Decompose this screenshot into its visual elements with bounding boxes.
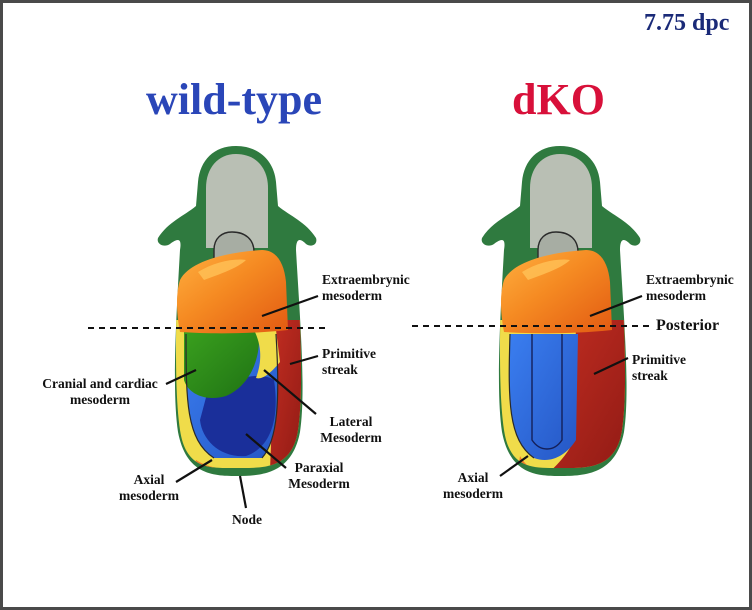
dko-primitive-streak-label: Primitive streak — [632, 352, 686, 384]
wt-primitive-streak-label: Primitive streak — [322, 346, 376, 378]
wild-type-embryo — [158, 146, 317, 480]
wt-extraembryonic-label: Extraembrynic mesoderm — [322, 272, 410, 304]
dko-extraembryonic-label: Extraembrynic mesoderm — [646, 272, 734, 304]
dko-axial-label: Axial mesoderm — [440, 470, 506, 502]
dko-embryo — [482, 146, 641, 482]
wt-lateral-label: Lateral Mesoderm — [318, 414, 384, 446]
wt-paraxial-label: Paraxial Mesoderm — [282, 460, 356, 492]
dko-posterior-label: Posterior — [656, 317, 719, 335]
wt-cranial-cardiac-label: Cranial and cardiac mesoderm — [34, 376, 166, 408]
wt-axial-label: Axial mesoderm — [116, 472, 182, 504]
wt-node-label: Node — [232, 512, 262, 528]
